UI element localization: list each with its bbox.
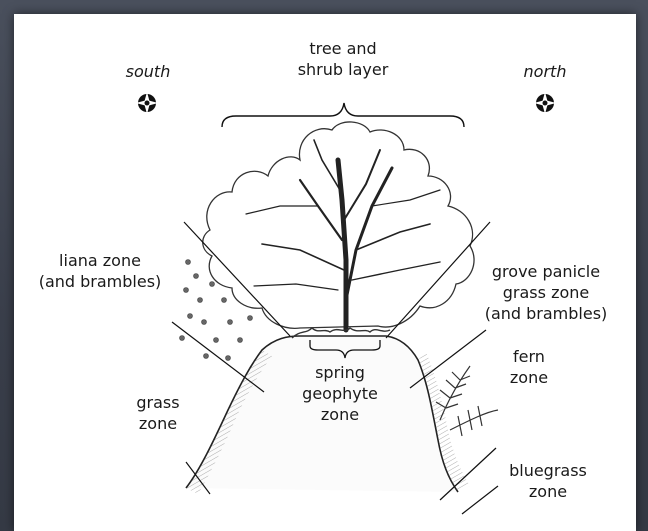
compass-label-south: south — [126, 62, 171, 81]
label-grass-line2: zone — [139, 414, 177, 433]
label-spring-line2: geophyte — [302, 384, 378, 403]
label-grove-line3: (and brambles) — [485, 304, 608, 323]
label-fern-line2: zone — [510, 368, 548, 387]
label-grove-line2: grass zone — [503, 283, 589, 302]
compass-rose-icon — [136, 92, 158, 114]
label-tree-shrub-line1: tree and — [309, 39, 376, 58]
label-liana-line1: liana zone — [59, 251, 141, 270]
label-fern-line1: fern — [513, 347, 545, 366]
label-bluegrass-line1: bluegrass — [509, 461, 587, 480]
label-liana-line2: (and brambles) — [39, 272, 162, 291]
label-bluegrass-line2: zone — [529, 482, 567, 501]
compass-label-north: north — [524, 62, 567, 81]
compass-rose-icon — [534, 92, 556, 114]
tree-crown — [203, 122, 474, 328]
label-spring-line1: spring — [315, 363, 365, 382]
label-grass-line1: grass — [136, 393, 179, 412]
label-tree-shrub-line2: shrub layer — [298, 60, 389, 79]
label-grove-line1: grove panicle — [492, 262, 600, 281]
label-spring-line3: zone — [321, 405, 359, 424]
